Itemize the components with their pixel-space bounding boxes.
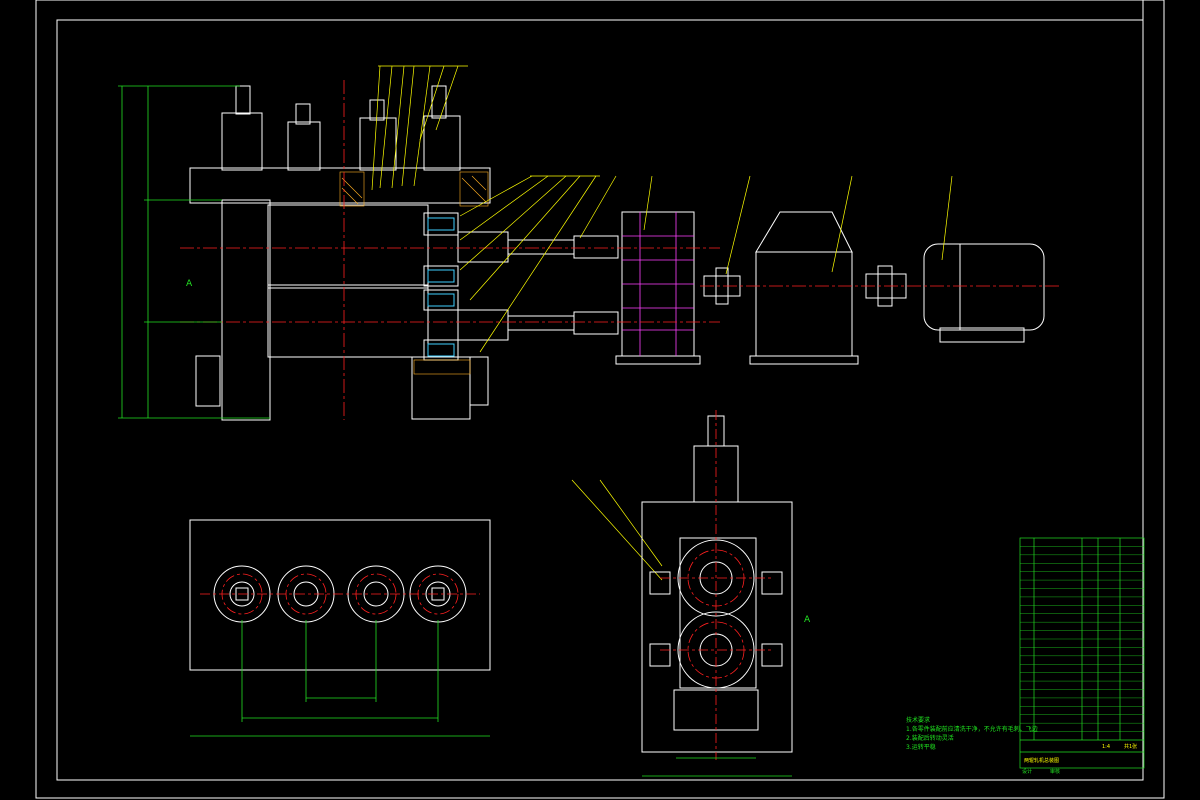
- reducer: [749, 211, 859, 365]
- side-view-centerlines: [660, 410, 772, 760]
- side-view: [641, 415, 793, 753]
- side-view-dimensions: [642, 757, 792, 777]
- pinion-stand-hidden: [622, 212, 694, 356]
- centerlines-top: [180, 80, 1060, 420]
- drawing-frame: [35, 0, 1165, 799]
- drawing-title: 两辊轧机总装图: [1024, 757, 1059, 764]
- top-view: [189, 519, 491, 671]
- motor: [923, 243, 1045, 343]
- title-block: [1019, 537, 1145, 769]
- leader-lines: [371, 65, 953, 581]
- technical-note-3: 3.运转平稳: [906, 744, 936, 751]
- dimensions-left: [118, 85, 270, 419]
- drawing-scale: 1:4: [1102, 744, 1110, 750]
- technical-note-2: 2.装配后转动灵活: [906, 735, 954, 742]
- label-drawn: 设计: [1022, 768, 1032, 775]
- parts-list-rows: [1020, 546, 1144, 732]
- drawing-sheet: 共1张: [1124, 743, 1137, 750]
- roll-stand-front-view: [189, 85, 619, 421]
- technical-notes-title: 技术要求: [906, 717, 931, 724]
- technical-notes: 技术要求 1.各零件装配前应清洗干净，不允许有毛刺、飞边 2.装配后转动灵活 3…: [906, 716, 1038, 752]
- top-view-centerlines: [200, 573, 480, 615]
- pinion-stand: [615, 211, 701, 365]
- bearing-marks: [427, 217, 455, 357]
- top-view-dimensions: [190, 620, 490, 737]
- label-check: 审核: [1050, 768, 1060, 775]
- view-label-a-2: A: [186, 279, 193, 289]
- view-label-a: A: [804, 615, 811, 625]
- technical-note-1: 1.各零件装配前应清洗干净，不允许有毛刺、飞边: [906, 726, 1038, 733]
- section-hatch: [339, 171, 489, 375]
